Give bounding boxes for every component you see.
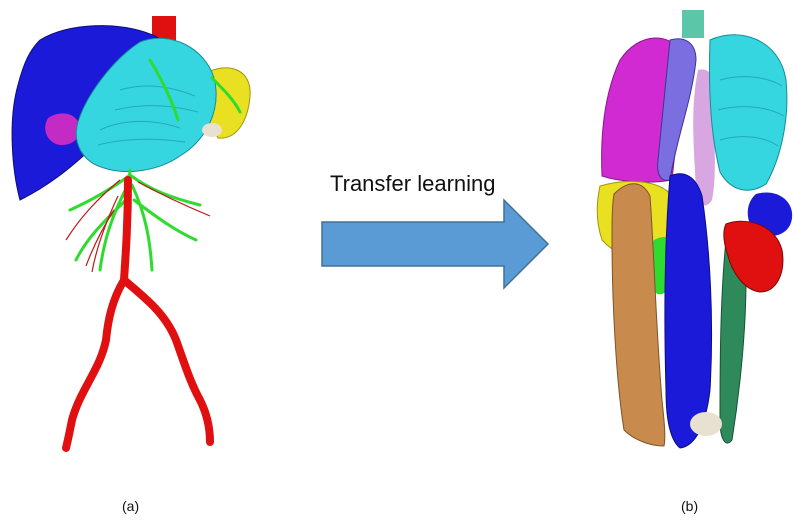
blue-organ-long bbox=[665, 174, 712, 448]
transfer-learning-label: Transfer learning bbox=[330, 171, 495, 197]
segmentation-render-a bbox=[0, 0, 290, 470]
segmentation-render-b bbox=[580, 0, 794, 470]
small-vessels-red bbox=[66, 180, 210, 272]
caption-b: (b) bbox=[681, 498, 698, 514]
beige-organ bbox=[690, 412, 722, 436]
arteries-red bbox=[66, 180, 210, 448]
arrow-shape bbox=[322, 200, 548, 288]
trachea-shape bbox=[682, 10, 704, 38]
kidney-shape bbox=[45, 113, 80, 145]
transfer-arrow bbox=[318, 196, 554, 292]
caption-a: (a) bbox=[122, 498, 139, 514]
pancreas-shape bbox=[202, 123, 222, 137]
